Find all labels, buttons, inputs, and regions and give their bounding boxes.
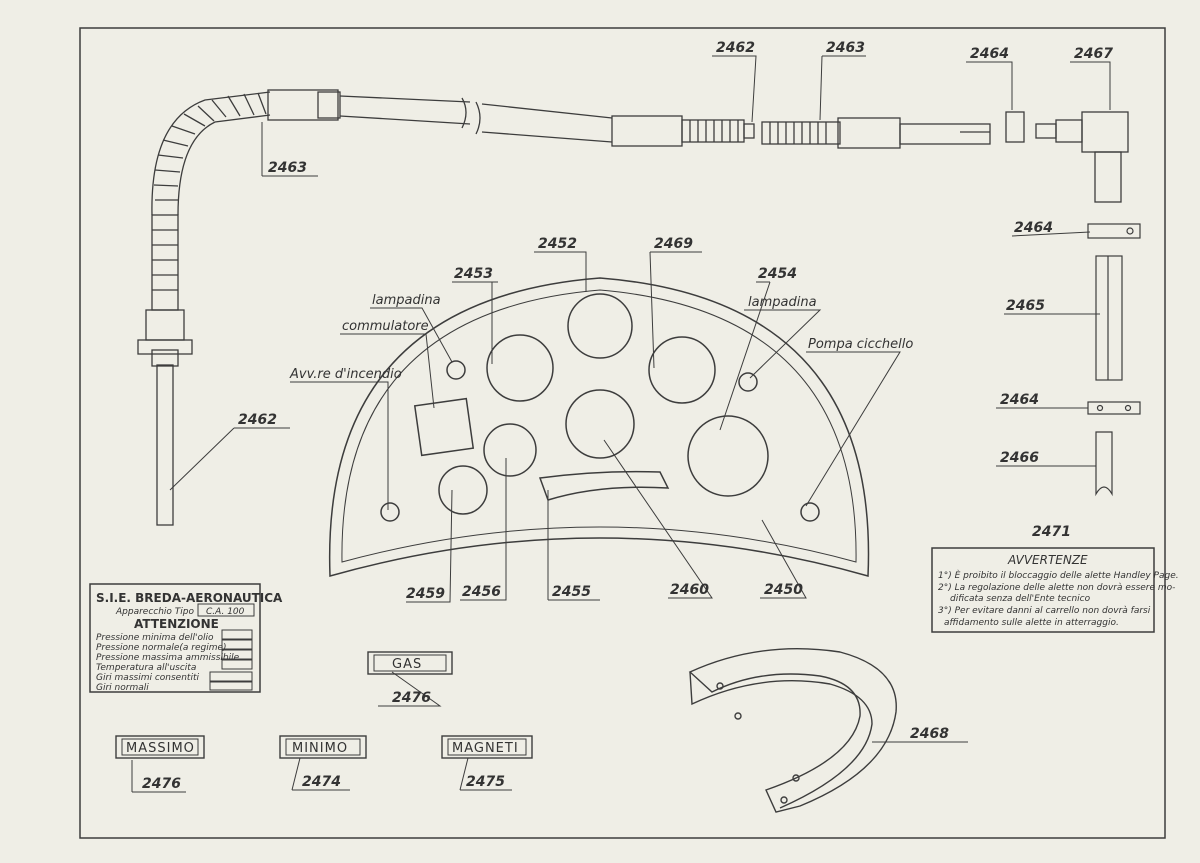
plate-heading: ATTENZIONE: [134, 617, 219, 631]
callout-2471: 2471: [1032, 524, 1071, 540]
warning-line: 2°) La regolazione delle alette non dovr…: [938, 583, 1175, 593]
plate-row: Pressione minima dell'olio: [96, 633, 214, 643]
warning-line: 3°) Per evitare danni al carrello non do…: [938, 606, 1151, 616]
breda-instruction-plate: S.I.E. BREDA-AERONAUTICA Apparecchio Tip…: [89, 583, 283, 693]
leader-lines: [131, 55, 1111, 793]
callout-2463-top: 2463: [826, 40, 865, 56]
warning-title: AVVERTENZE: [1007, 553, 1088, 567]
tag-massimo-text: MASSIMO: [126, 741, 195, 756]
plate-apparecchio: Apparecchio Tipo: [115, 607, 195, 617]
callout-2464-top: 2464: [970, 46, 1009, 62]
instrument-panel: [328, 277, 870, 577]
callout-2468: 2468: [910, 726, 949, 742]
tag-magneti-text: MAGNETI: [452, 741, 519, 756]
callout-2464-low: 2464: [1000, 392, 1039, 408]
warning-line: affidamento sulle alette in atterraggio.: [944, 618, 1119, 628]
flexible-cable-assembly: [137, 89, 1129, 526]
tag-massimo: MASSIMO: [115, 735, 205, 759]
tag-gas: GAS: [367, 651, 453, 675]
callout-2453: 2453: [454, 266, 493, 282]
plate-row: Giri massimi consentiti: [96, 673, 199, 683]
tag-magneti: MAGNETI: [441, 735, 533, 759]
horseshoe-bracket: [688, 648, 897, 813]
callout-2476-gas: 2476: [392, 690, 431, 706]
callout-2460: 2460: [670, 582, 709, 598]
callout-2474: 2474: [302, 774, 341, 790]
panel-labels: lampadina commulatore Avv.re d'incendio …: [289, 293, 913, 382]
callout-2455: 2455: [552, 584, 591, 600]
callout-2450: 2450: [764, 582, 803, 598]
plate-row: Temperatura all'uscita: [96, 663, 196, 673]
label-pompa-cicchetto: Pompa cicchello: [808, 337, 913, 352]
label-lampadina-right: lampadina: [748, 295, 817, 310]
callout-2469: 2469: [654, 236, 693, 252]
label-lampadina-left: lampadina: [372, 293, 441, 308]
callout-2452: 2452: [538, 236, 577, 252]
callout-2459: 2459: [406, 586, 445, 602]
callout-2463-left: 2463: [268, 160, 307, 176]
callout-2465: 2465: [1006, 298, 1045, 314]
label-avv-incendio: Avv.re d'incendio: [289, 367, 402, 382]
tag-gas-text: GAS: [392, 657, 422, 672]
tag-minimo: MINIMO: [279, 735, 367, 759]
callout-2475: 2475: [466, 774, 505, 790]
tag-minimo-text: MINIMO: [292, 741, 348, 756]
plate-row: Giri normali: [96, 683, 149, 693]
label-commutatore: commulatore: [342, 319, 429, 334]
callout-2456: 2456: [462, 584, 501, 600]
drawing-frame: [79, 27, 1166, 839]
plate-row: Pressione normale(a regime): [96, 643, 227, 653]
plate-row: Pressione massima ammissibile: [96, 653, 240, 663]
warning-line: 1°) È proibito il bloccaggio delle alett…: [938, 569, 1179, 581]
warning-plate: AVVERTENZE 1°) È proibito il bloccaggio …: [931, 547, 1179, 633]
callout-2466: 2466: [1000, 450, 1039, 466]
callout-2462-left: 2462: [238, 412, 277, 428]
callout-2464-mid: 2464: [1014, 220, 1053, 236]
callout-2467: 2467: [1074, 46, 1113, 62]
callout-numbers: 2462 2463 2464 2467 2463 2462 2464 2465 …: [142, 40, 1113, 792]
plate-title: S.I.E. BREDA-AERONAUTICA: [96, 591, 283, 605]
spare-parts-right: [1087, 223, 1141, 497]
callout-2476-massimo: 2476: [142, 776, 181, 792]
warning-line: dificata senza dell'Ente tecnico: [950, 594, 1091, 604]
plate-model: C.A. 100: [206, 607, 245, 617]
callout-2462-top: 2462: [716, 40, 755, 56]
callout-2454: 2454: [758, 266, 797, 282]
